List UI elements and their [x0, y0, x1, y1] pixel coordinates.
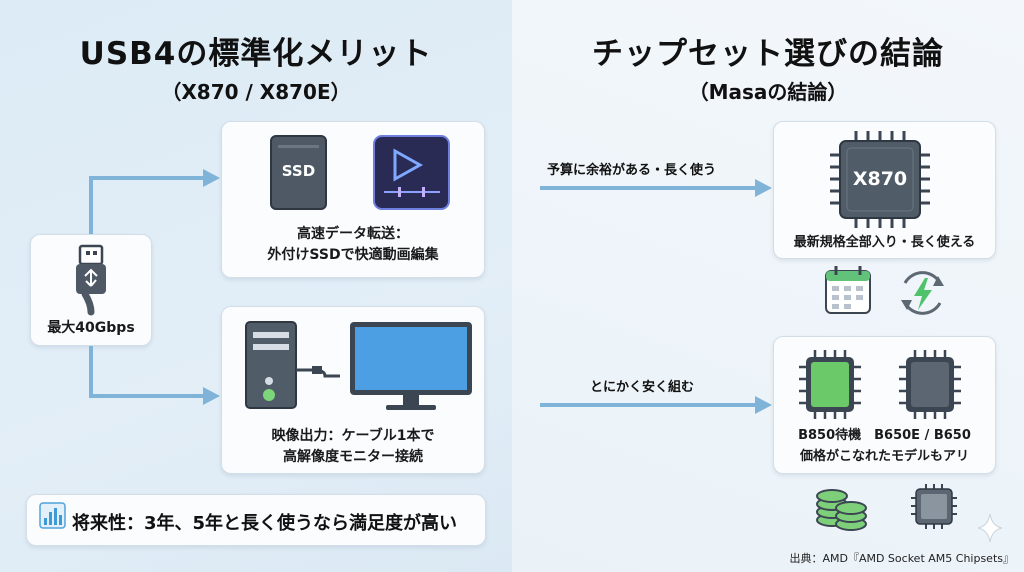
data-transfer-caption-1: 高速データ転送：: [297, 226, 409, 242]
source-credit: 出典：AMD『AMD Socket AM5 Chipsets』: [789, 552, 1014, 565]
x870-chip-label: X870: [852, 168, 908, 190]
video-output-caption-1: 映像出力：ケーブル1本で: [271, 428, 435, 444]
right-title: チップセット選びの結論: [592, 36, 944, 72]
budget-chip-caption-1: B850待機 B650E / B650: [798, 428, 971, 443]
future-proof-card: [26, 494, 486, 546]
data-transfer-caption-2: 外付けSSDで快適動画編集: [267, 247, 439, 263]
right-panel: [512, 0, 1024, 572]
left-title: USB4の標準化メリット: [79, 36, 433, 72]
budget-chip-caption-2: 価格がこなれたモデルもアリ: [799, 449, 969, 464]
ssd-label: SSD: [281, 162, 316, 180]
video-output-caption-2: 高解像度モニター接続: [283, 449, 423, 465]
left-subtitle: （X870 / X870E）: [161, 80, 351, 104]
cheap-arrow-label: とにかく安く組む: [590, 380, 695, 395]
usb-speed-label: 最大40Gbps: [47, 320, 135, 336]
right-subtitle: （Masaの結論）: [688, 80, 848, 104]
budget-arrow-label: 予算に余裕がある・長く使う: [547, 163, 717, 178]
x870-caption: 最新規格全部入り・長く使える: [793, 235, 976, 250]
future-proof-text: 将来性：3年、5年と長く使うなら満足度が高い: [72, 513, 458, 534]
